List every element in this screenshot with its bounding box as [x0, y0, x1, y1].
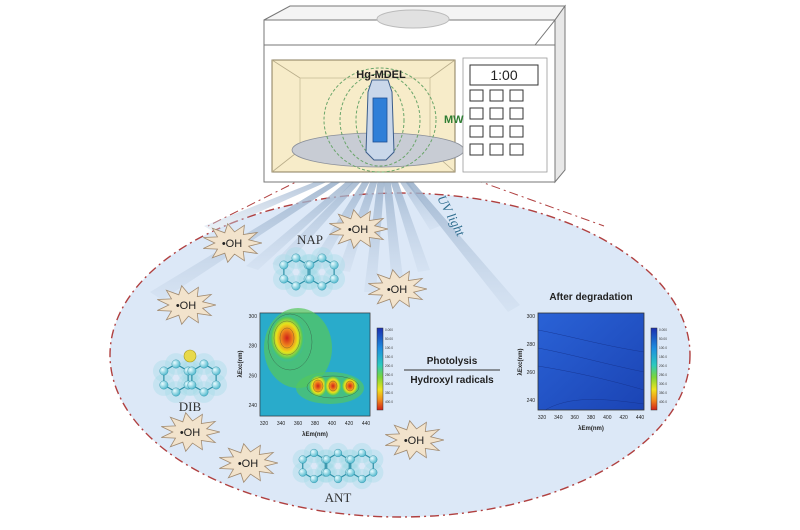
x-tick-label: 420 — [619, 415, 628, 421]
oh-radical-burst: •OH — [329, 208, 388, 250]
svg-text:400.0: 400.0 — [385, 400, 393, 404]
oh-radical-label: •OH — [348, 224, 368, 236]
eem-peak-4 — [341, 376, 359, 396]
x-tick-label: 360 — [294, 421, 303, 427]
svg-text:350.0: 350.0 — [385, 391, 393, 395]
x-tick-label: 440 — [362, 421, 371, 427]
oven-top-vent — [376, 9, 450, 29]
nap-label: NAP — [297, 232, 323, 247]
oh-radical-label: •OH — [387, 284, 407, 296]
eem-plot-after: 0.000 50.00 100.0 150.0 200.0 250.0 300.0 350… — [537, 312, 667, 411]
x-tick-label: 380 — [587, 415, 596, 421]
svg-text:300.0: 300.0 — [385, 382, 393, 386]
timer-display-text: 1:00 — [490, 67, 517, 83]
svg-text:250.0: 250.0 — [385, 373, 393, 377]
y-tick-label: 300 — [249, 314, 258, 320]
mw-label: MW — [444, 114, 464, 126]
ant-molecule — [292, 442, 384, 490]
eem-before-x-ticks: 320 340 360 380 400 420 440 — [260, 421, 371, 427]
oh-radical-label: •OH — [180, 427, 200, 439]
after-degradation-title: After degradation — [549, 292, 632, 303]
eem-plot-before: 0.000 50.00 100.0 150.0 200.0 250.0 300.0 350… — [259, 308, 393, 417]
y-tick-label: 240 — [527, 398, 536, 404]
hydroxyl-radicals-label: Hydroxyl radicals — [410, 375, 494, 386]
ant-label: ANT — [325, 490, 352, 505]
y-tick-label: 260 — [249, 373, 258, 379]
x-tick-label: 400 — [603, 415, 612, 421]
svg-text:300.0: 300.0 — [659, 382, 667, 386]
y-tick-label: 260 — [527, 370, 536, 376]
x-tick-label: 360 — [570, 415, 579, 421]
svg-text:0.000: 0.000 — [659, 328, 667, 332]
eem-after-x-ticks: 320 340 360 380 400 420 440 — [538, 415, 645, 421]
svg-text:200.0: 200.0 — [659, 364, 667, 368]
hg-mdel-lamp — [365, 79, 395, 161]
svg-text:400.0: 400.0 — [659, 400, 667, 404]
svg-text:50.00: 50.00 — [659, 337, 667, 341]
eem-after-y-ticks: 300 280 260 240 — [527, 314, 536, 404]
oh-radical-burst: •OH — [385, 419, 444, 461]
hydroxyl-radicals: •OH •OH •OH •OH •OH •OH •OH — [157, 208, 444, 484]
eem-before-colorbar — [376, 327, 384, 411]
dib-label: DIB — [179, 399, 202, 414]
microwave-oven: 1:00 — [263, 4, 566, 184]
eem-after-x-label: λEm(nm) — [578, 426, 604, 432]
svg-text:100.0: 100.0 — [659, 346, 667, 350]
y-tick-label: 300 — [527, 314, 536, 320]
eem-before-y-label: λExc(nm) — [238, 350, 244, 377]
svg-text:150.0: 150.0 — [659, 355, 667, 359]
x-tick-label: 340 — [554, 415, 563, 421]
oh-radical-label: •OH — [222, 238, 242, 250]
svg-text:0.000: 0.000 — [385, 328, 393, 332]
oh-radical-burst: •OH — [368, 268, 427, 310]
eem-before-x-label: λEm(nm) — [302, 432, 328, 438]
y-tick-label: 280 — [249, 344, 258, 350]
x-tick-label: 320 — [260, 421, 269, 427]
oh-radical-burst: •OH — [157, 284, 216, 326]
y-tick-label: 240 — [249, 403, 258, 409]
svg-text:50.00: 50.00 — [385, 337, 393, 341]
x-tick-label: 440 — [636, 415, 645, 421]
eem-peak-3 — [324, 375, 342, 397]
oh-radical-label: •OH — [176, 300, 196, 312]
x-tick-label: 340 — [277, 421, 286, 427]
svg-text:150.0: 150.0 — [385, 355, 393, 359]
svg-text:100.0: 100.0 — [385, 346, 393, 350]
oh-radical-label: •OH — [238, 458, 258, 470]
oh-radical-label: •OH — [404, 435, 424, 447]
eem-after-colorbar — [650, 327, 658, 411]
dib-molecule — [152, 349, 228, 403]
y-tick-label: 280 — [527, 342, 536, 348]
eem-before-y-ticks: 300 280 260 240 — [249, 314, 258, 409]
keypad — [469, 89, 524, 156]
svg-text:350.0: 350.0 — [659, 391, 667, 395]
oh-radical-burst: •OH — [161, 411, 220, 453]
oh-radical-burst: •OH — [219, 442, 278, 484]
timer-display — [469, 64, 539, 86]
oh-radical-burst: •OH — [203, 222, 262, 264]
eem-after-y-label: λExc(nm) — [518, 348, 524, 375]
x-tick-label: 400 — [328, 421, 337, 427]
x-tick-label: 380 — [311, 421, 320, 427]
x-tick-label: 420 — [345, 421, 354, 427]
nap-molecule — [272, 247, 346, 297]
svg-text:200.0: 200.0 — [385, 364, 393, 368]
svg-text:250.0: 250.0 — [659, 373, 667, 377]
x-tick-label: 320 — [538, 415, 547, 421]
eem-after-area — [537, 312, 645, 411]
hg-mdel-label: Hg-MDEL — [356, 69, 406, 81]
photolysis-label: Photolysis — [427, 356, 478, 367]
